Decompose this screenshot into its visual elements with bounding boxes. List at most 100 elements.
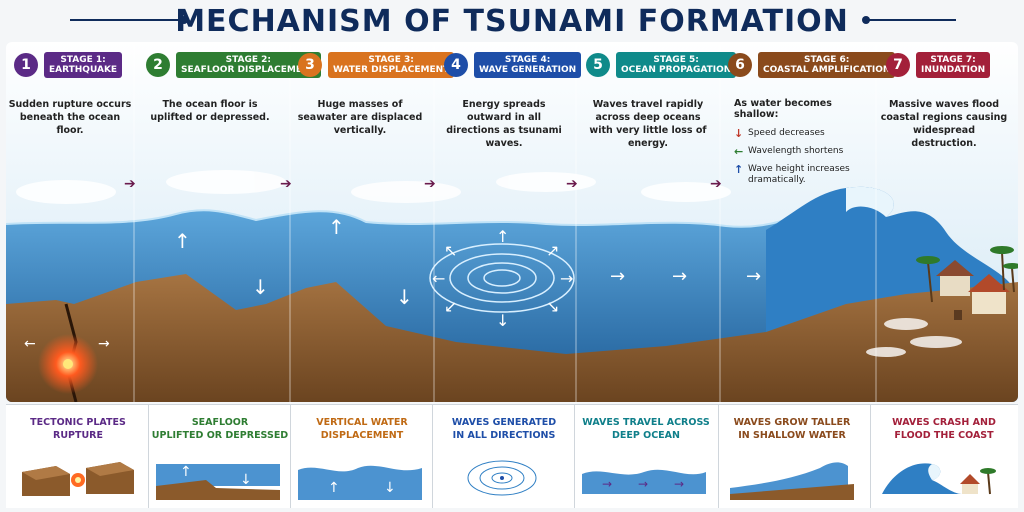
arrow-left-icon: ←: [734, 145, 744, 158]
svg-text:←: ←: [432, 269, 445, 288]
stage-6-item: ← Wavelength shortens: [734, 146, 874, 157]
summary-caption-1: TECTONIC PLATES RUPTURE: [30, 417, 126, 441]
splash-foam: [866, 318, 962, 357]
svg-text:↙: ↙: [444, 297, 457, 316]
seafloor: [6, 274, 1018, 402]
stage-2-label: STAGE 2: SEAFLOOR DISPLACEMENT: [176, 52, 321, 78]
svg-text:→: →: [560, 269, 573, 288]
svg-text:↗: ↗: [546, 241, 559, 260]
next-stage-arrow-icon: ➔: [124, 176, 136, 192]
stage-1-number: 1: [14, 53, 38, 77]
stage-3-label: STAGE 3: WATER DISPLACEMENT: [328, 52, 455, 78]
thumbnail-seafloor-shift: ↑ ↓: [156, 464, 280, 500]
stage-separators: [133, 42, 877, 402]
summary-divider: [574, 404, 575, 508]
palm-trees: [927, 251, 1015, 303]
clouds: [16, 170, 731, 204]
stage-6-description: As water becomes shallow: ↓ Speed decrea…: [734, 98, 874, 193]
stage-4-description: Energy spreads outward in all directions…: [446, 99, 562, 149]
svg-text:↘: ↘: [546, 297, 559, 316]
next-stage-arrow-icon: ➔: [710, 176, 722, 192]
stage-4-label: STAGE 4: WAVE GENERATION: [474, 52, 582, 78]
stage-7-label: STAGE 7: INUNDATION: [916, 52, 991, 78]
svg-text:↓: ↓: [384, 480, 396, 496]
stage-5-number: 5: [586, 53, 610, 77]
thumbnail-radial-waves: [467, 460, 537, 496]
stage-6-label: STAGE 6: COASTAL AMPLIFICATION: [758, 52, 896, 78]
stage-1-label: STAGE 1: EARTHQUAKE: [44, 52, 123, 78]
svg-text:↑: ↑: [496, 227, 509, 246]
summary-divider: [148, 404, 149, 508]
title-decoration-dot: [862, 16, 870, 24]
summary-divider: [290, 404, 291, 508]
svg-text:→: →: [674, 477, 684, 491]
tsunami-scene: ← → ↑ ↓ ↑ ↓ ↑ ↓ ← → ↖ ↗ ↙ ↘ → → →: [6, 42, 1018, 402]
water-up-arrow-icon: ↑: [328, 215, 345, 239]
summary-divider: [870, 404, 871, 508]
svg-text:↖: ↖: [444, 241, 457, 260]
stage-6-header: 6 STAGE 6: COASTAL AMPLIFICATION: [728, 52, 896, 78]
travel-arrows-icon: → → →: [610, 266, 761, 287]
arrow-up-icon: ↑: [734, 163, 744, 176]
summary-caption-4: WAVES GENERATED IN ALL DIRECTIONS: [451, 417, 557, 441]
wave-crest-foam: [846, 186, 894, 217]
stage-5-description: Waves travel rapidly across deep oceans …: [589, 99, 707, 149]
stage-4-header: 4 STAGE 4: WAVE GENERATION: [444, 52, 582, 78]
next-stage-arrow-icon: ➔: [566, 176, 578, 192]
stage-5-label: STAGE 5: OCEAN PROPAGATION: [616, 52, 737, 78]
svg-text:→: →: [672, 266, 687, 287]
svg-text:→: →: [746, 266, 761, 287]
water-down-arrow-icon: ↓: [396, 285, 413, 309]
depress-arrow-icon: ↓: [252, 275, 269, 299]
stage-2-number: 2: [146, 53, 170, 77]
title-decoration-left: [70, 19, 180, 21]
summary-caption-6: WAVES GROW TALLER IN SHALLOW WATER: [733, 417, 851, 441]
thumbnail-coast-flood: [882, 463, 996, 495]
summary-caption-5: WAVES TRAVEL ACROSS DEEP OCEAN: [582, 417, 710, 441]
summary-divider: [432, 404, 433, 508]
thumbnail-plates-rupture: [22, 462, 134, 496]
stage-6-item: ↑ Wave height increases dramatically.: [734, 164, 874, 186]
thumbnail-water-displacement: ↑ ↓: [298, 465, 422, 500]
radial-waves: [429, 243, 575, 313]
title-decoration-dot: [180, 16, 188, 24]
stage-7-description: Massive waves flood coastal regions caus…: [880, 99, 1008, 149]
stage-6-item-text: Wavelength shortens: [748, 146, 844, 156]
stage-6-lead: As water becomes shallow:: [734, 98, 832, 120]
stage-3-header: 3 STAGE 3: WATER DISPLACEMENT: [298, 52, 455, 78]
next-stage-arrow-icon: ➔: [424, 176, 436, 192]
stage-1-header: 1 STAGE 1: EARTHQUAKE: [14, 52, 123, 78]
stage-7-header: 7 STAGE 7: INUNDATION: [886, 52, 991, 78]
uplift-arrow-icon: ↑: [174, 229, 191, 253]
thumbnail-ocean-travel: → → →: [582, 469, 706, 494]
coastal-village: [936, 260, 1010, 320]
summary-caption-7: WAVES CRASH AND FLOOD THE COAST: [892, 417, 996, 441]
stage-2-description: The ocean floor is uplifted or depressed…: [150, 99, 270, 123]
palm-leaves: [916, 246, 1018, 269]
summary-divider: [718, 404, 719, 508]
svg-text:↓: ↓: [240, 472, 252, 488]
ocean-surface: [6, 201, 827, 228]
stage-6-item-text: Wave height increases dramatically.: [748, 164, 850, 185]
svg-text:↑: ↑: [328, 480, 340, 496]
stage-5-header: 5 STAGE 5: OCEAN PROPAGATION: [586, 52, 737, 78]
summary-caption-3: VERTICAL WATER DISPLACEMENT: [316, 417, 408, 441]
thumbnail-shallow-growth: [730, 462, 854, 500]
plate-arrow-right-icon: →: [98, 336, 110, 352]
plate-arrow-left-icon: ←: [24, 336, 36, 352]
radial-arrows-icon: ↑ ↓ ← → ↖ ↗ ↙ ↘: [432, 227, 573, 330]
page-title: MECHANISM OF TSUNAMI FORMATION: [175, 3, 849, 39]
svg-text:↓: ↓: [496, 311, 509, 330]
title-bar: MECHANISM OF TSUNAMI FORMATION: [0, 0, 1024, 42]
stage-2-header: 2 STAGE 2: SEAFLOOR DISPLACEMENT: [146, 52, 321, 78]
stage-6-item-text: Speed decreases: [748, 128, 825, 138]
stage-7-number: 7: [886, 53, 910, 77]
arrow-down-icon: ↓: [734, 127, 744, 140]
next-stage-arrow-icon: ➔: [280, 176, 292, 192]
stage-6-number: 6: [728, 53, 752, 77]
stage-3-number: 3: [298, 53, 322, 77]
svg-text:→: →: [602, 477, 612, 491]
title-decoration-right: [866, 19, 956, 21]
stage-3-description: Huge masses of seawater are displaced ve…: [297, 99, 423, 136]
stage-6-item: ↓ Speed decreases: [734, 128, 874, 139]
